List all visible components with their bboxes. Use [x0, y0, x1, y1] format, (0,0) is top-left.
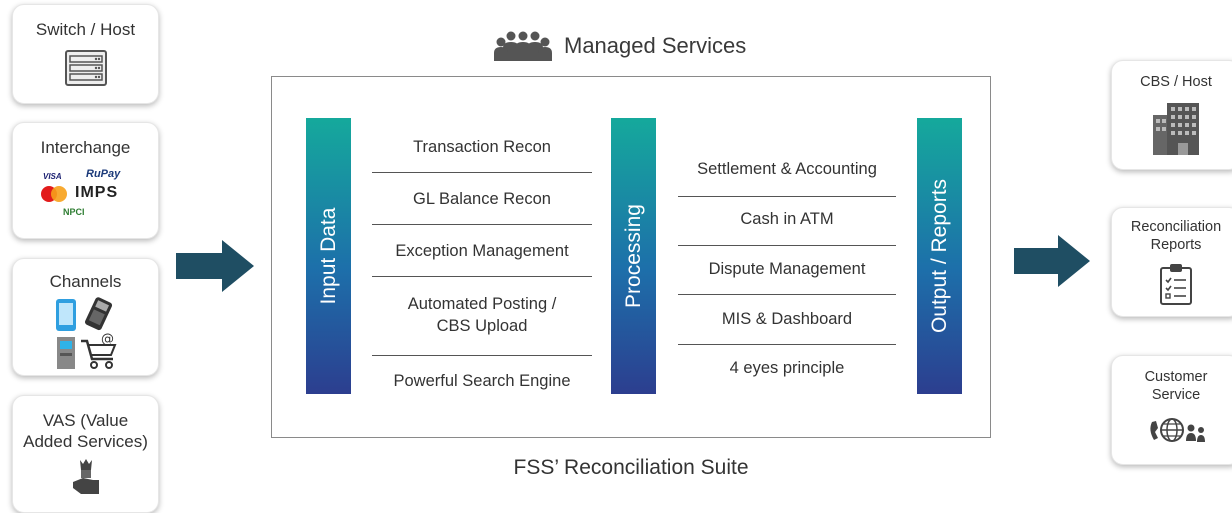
rupay-logo: RuPay [86, 168, 121, 180]
input-card-channels: Channels @ [12, 258, 159, 376]
separator [678, 245, 896, 246]
input-card-title: Switch / Host [35, 20, 136, 39]
output-card-title: Customer Service [1144, 369, 1208, 403]
output-card-title: Reconciliation Reports [1130, 219, 1222, 253]
input-item: GL Balance Recon [413, 190, 551, 208]
input-item: Automated Posting / CBS Upload [407, 295, 557, 335]
separator [678, 196, 896, 197]
input-card-title: VAS (Value Added Services) [23, 411, 148, 451]
separator [372, 224, 592, 225]
separator [678, 294, 896, 295]
output-card-customer-service: Customer Service [1111, 355, 1232, 465]
money-hand-icon [72, 459, 99, 494]
input-item: Transaction Recon [413, 138, 551, 156]
output-card-reconciliation-reports: Reconciliation Reports [1111, 207, 1232, 317]
input-data-bar: Input Data [306, 118, 351, 394]
output-card-title: CBS / Host [1140, 74, 1212, 90]
processing-item: Dispute Management [708, 260, 866, 278]
input-card-vas: VAS (Value Added Services) [12, 395, 159, 513]
mastercard-logo [41, 186, 67, 202]
processing-item: Settlement & Accounting [697, 160, 877, 178]
npci-logo: NPCI [63, 207, 85, 217]
input-item: Powerful Search Engine [393, 372, 571, 390]
managed-services-title: Managed Services [564, 33, 747, 58]
imps-logo: IMPS [75, 184, 119, 201]
team-people-icon [494, 31, 552, 61]
input-card-title: Channels [49, 272, 122, 291]
svg-text:@: @ [101, 332, 114, 347]
reconciliation-suite-box [271, 76, 991, 438]
separator [372, 276, 592, 277]
processing-item: Cash in ATM [740, 210, 834, 228]
channels-icon: @ [55, 297, 116, 369]
separator [372, 355, 592, 356]
managed-services-header: Managed Services [494, 28, 746, 64]
processing-item: 4 eyes principle [729, 359, 845, 377]
office-building-icon [1153, 103, 1199, 155]
visa-logo: VISA [43, 172, 62, 181]
separator [678, 344, 896, 345]
processing-label: Processing [621, 204, 645, 308]
input-card-switch-host: Switch / Host [12, 4, 159, 104]
output-card-cbs-host: CBS / Host [1111, 60, 1232, 170]
separator [372, 172, 592, 173]
clipboard-checklist-icon [1160, 264, 1192, 305]
right-arrow-icon [176, 240, 254, 292]
right-arrow-icon [1014, 235, 1090, 287]
processing-bar: Processing [611, 118, 656, 394]
output-reports-label: Output / Reports [927, 178, 951, 334]
output-reports-bar: Output / Reports [917, 118, 962, 394]
input-data-label: Input Data [316, 207, 340, 305]
globe-phone-people-icon [1150, 418, 1205, 442]
processing-item: MIS & Dashboard [721, 310, 853, 328]
input-item: Exception Management [395, 242, 569, 260]
suite-label: FSS’ Reconciliation Suite [513, 456, 749, 479]
input-card-interchange: Interchange VISA RuPay IMPS NPCI [12, 122, 159, 239]
server-rack-icon [64, 50, 107, 86]
input-card-title: Interchange [40, 138, 131, 157]
